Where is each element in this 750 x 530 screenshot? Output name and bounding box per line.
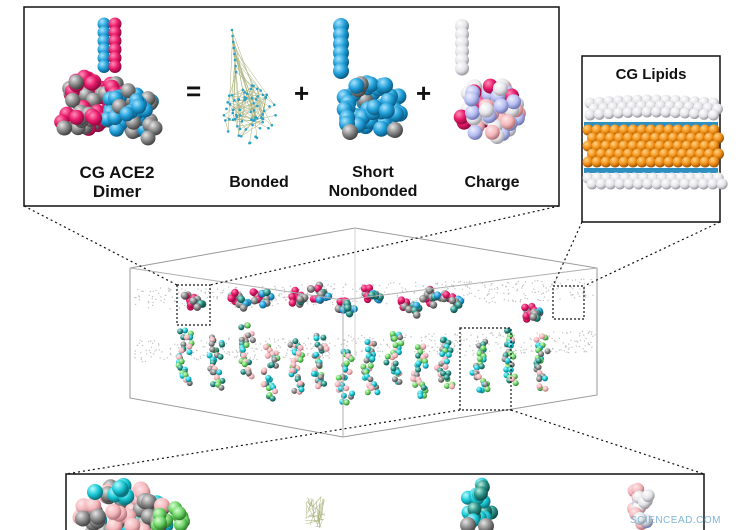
charge-model <box>453 19 526 145</box>
lipid-bilayer-model <box>582 94 728 190</box>
bonded-network-model <box>222 28 277 145</box>
bonded-label: Bonded <box>229 174 289 191</box>
plus-sign-2: + <box>416 78 432 108</box>
bottom-protein-model <box>72 477 190 530</box>
watermark: SCIENCEAD.COM <box>630 515 721 526</box>
simulation-box <box>129 227 598 438</box>
bottom-charge-model <box>627 482 655 530</box>
equals-sign: = <box>186 76 202 106</box>
short-nonbonded-model <box>333 18 408 140</box>
lipids-title: CG Lipids <box>615 66 687 83</box>
plus-sign-1: + <box>294 78 310 108</box>
short-label-line2: Nonbonded <box>328 183 418 200</box>
bottom-bonded-model <box>305 496 326 529</box>
ace2-dimer-model <box>54 17 163 146</box>
short-nonbonded-label: Short Nonbonded <box>318 163 428 201</box>
zoom-connectors <box>23 205 721 475</box>
dimer-label: CG ACE2 Dimer <box>52 163 182 201</box>
dimer-label-line2: Dimer <box>92 182 142 201</box>
bottom-short-model <box>460 477 499 530</box>
zoom-box-dimer <box>176 284 211 326</box>
short-label-line1: Short <box>352 164 394 181</box>
dimer-label-line1: CG ACE2 <box>79 163 155 182</box>
charge-label: Charge <box>464 174 520 191</box>
zoom-box-lipids <box>552 285 585 320</box>
zoom-box-protein <box>459 327 512 411</box>
